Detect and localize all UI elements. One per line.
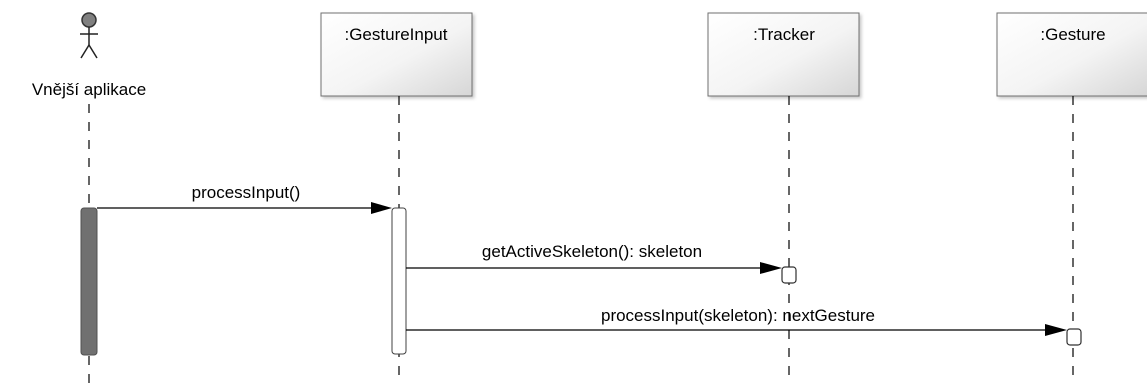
actor: Vnější aplikace: [32, 12, 146, 99]
lifeline-label: :Gesture: [1040, 25, 1105, 44]
lifeline-gesture-input: :GestureInput: [320, 12, 473, 97]
message-process-input-skeleton: processInput(skeleton): nextGesture: [406, 306, 1067, 336]
message-label: processInput(skeleton): nextGesture: [601, 306, 875, 325]
actor-icon: [80, 12, 98, 59]
actor-label: Vnější aplikace: [32, 80, 146, 99]
actor-activation-bar: [80, 207, 98, 356]
lifeline-head-box: [320, 12, 473, 97]
message-process-input: processInput(): [97, 183, 392, 214]
arrowhead-icon: [760, 262, 782, 274]
lifeline-gesture: :Gesture: [996, 12, 1147, 97]
message-label: processInput(): [192, 183, 301, 202]
lifeline-label: :Tracker: [753, 25, 815, 44]
arrowhead-icon: [371, 202, 392, 214]
lifeline-label: :GestureInput: [344, 25, 447, 44]
tracker-activation-bar: [781, 266, 797, 284]
lifeline-tracker: :Tracker: [707, 12, 860, 97]
gesture-activation-bar: [1066, 328, 1082, 346]
lifeline-head-box: [996, 12, 1147, 97]
message-get-active-skeleton: getActiveSkeleton(): skeleton: [406, 242, 782, 274]
gesture-input-activation-bar: [391, 207, 407, 355]
lifeline-head-box: [707, 12, 860, 97]
arrowhead-icon: [1045, 324, 1067, 336]
message-label: getActiveSkeleton(): skeleton: [482, 242, 702, 261]
